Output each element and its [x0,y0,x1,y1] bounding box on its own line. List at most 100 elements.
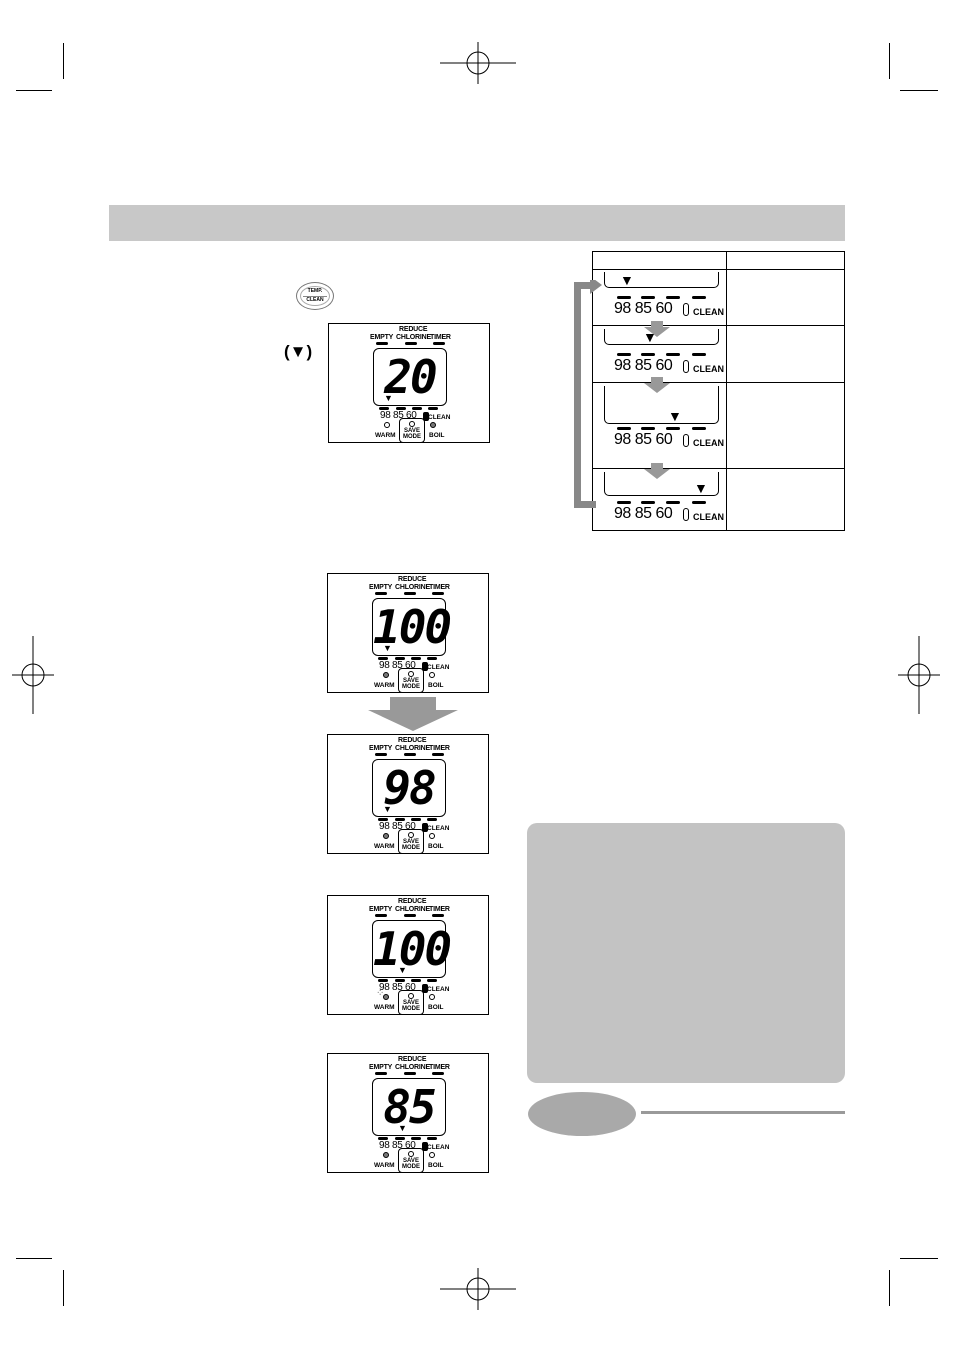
boil-indicator-led [429,1152,435,1158]
temp-options: 98 85 60 [379,660,416,671]
note-divider-line [641,1111,845,1114]
sequence-triangle: ▼ [643,329,657,345]
label-empty: EMPTY [369,584,393,591]
temp-options: 98 85 60 [380,410,417,421]
crop-mark [889,43,890,79]
warm-indicator-led [383,1152,389,1158]
label-save: SAVE [403,1158,419,1164]
sequence-temp-options: 98 85 60 [614,431,673,448]
sequence-clean-label: CLEAN [693,438,724,448]
sequence-down-arrow-icon [644,321,670,337]
save-mode-led [409,421,415,427]
label-timer: TIMER [430,334,451,341]
bottle-icon [683,303,689,316]
label-save: SAVE [403,839,419,845]
sequence-temp-options: 98 85 60 [614,357,673,374]
bottle-icon [422,1142,428,1151]
lcd-display-panel: REDUCE EMPTY CHLORINE TIMER 20 ▼ 98 85 6… [328,323,490,443]
lcd-display-panel: REDUCE EMPTY CHLORINE TIMER 98 ▼ 98 85 6… [327,734,489,854]
temp-options: 98 85 60 [379,821,416,832]
label-reduce: REDUCE [398,1056,427,1063]
save-mode-button[interactable]: SAVE MODE [398,829,424,854]
save-mode-button[interactable]: SAVE MODE [398,668,424,693]
sequence-screen-outline [604,472,719,496]
boil-indicator-led [430,422,436,428]
sequence-screen-outline [604,386,719,424]
label-warm: WARM [374,1004,395,1011]
label-chlorine: CHLORINE [395,745,430,752]
warm-indicator-led [383,994,389,1000]
label-clean: CLEAN [427,664,450,671]
sequence-clean-label: CLEAN [693,307,724,317]
temperature-readout: 20 [384,350,437,404]
label-save: SAVE [403,1000,419,1006]
save-mode-led [408,1151,414,1157]
save-mode-button[interactable]: SAVE MODE [399,418,425,443]
label-clean: CLEAN [427,825,450,832]
save-mode-led [408,993,414,999]
crop-mark [16,90,52,91]
label-boil: BOIL [428,1004,444,1011]
save-mode-button[interactable]: SAVE MODE [398,990,424,1015]
label-mode: MODE [403,434,421,440]
boil-indicator-led [429,994,435,1000]
down-arrow-symbol: (▼) [284,342,313,361]
label-timer: TIMER [429,906,450,913]
temp-clean-button-icon: TEMP. CLEAN [296,282,334,310]
label-empty: EMPTY [369,745,393,752]
note-box [527,823,845,1083]
label-timer: TIMER [429,745,450,752]
indicator-triangle: ▼ [398,1123,407,1133]
label-boil: BOIL [428,1162,444,1169]
crop-mark [900,90,938,91]
label-chlorine: CHLORINE [395,584,430,591]
label-warm: WARM [374,1162,395,1169]
bottle-icon [683,434,689,447]
label-clean: CLEAN [428,414,451,421]
label-reduce: REDUCE [398,898,427,905]
bottle-icon [423,412,429,421]
label-warm: WARM [375,432,396,439]
label-empty: EMPTY [369,1064,393,1071]
bottle-icon [422,823,428,832]
lcd-display-panel: REDUCE EMPTY CHLORINE TIMER 85 ▼ 98 85 6… [327,1053,489,1173]
indicator-triangle: ▼ [383,804,392,814]
button-label-temp: TEMP. [307,288,323,294]
label-save: SAVE [404,428,420,434]
boil-indicator-led [429,833,435,839]
save-mode-button[interactable]: SAVE MODE [398,1148,424,1173]
lcd-screen: 100 [372,598,452,656]
registration-mark-left [12,636,54,714]
label-reduce: REDUCE [399,326,428,333]
bottle-icon [422,984,428,993]
section-header-bar [109,205,845,241]
label-mode: MODE [402,845,420,851]
label-mode: MODE [402,684,420,690]
crop-mark [16,1258,52,1259]
sequence-clean-label: CLEAN [693,364,724,374]
label-chlorine: CHLORINE [395,906,430,913]
lcd-screen: 85 [372,1078,446,1136]
sequence-triangle: ▼ [694,480,708,496]
triangle-sequence-table [592,251,845,531]
sequence-down-arrow-icon [644,377,670,393]
label-clean: CLEAN [427,1144,450,1151]
sequence-triangle: ▼ [668,408,682,424]
temp-options: 98 85 60 [379,982,416,993]
temperature-readout: 98 [383,761,436,815]
bottle-icon [683,508,689,521]
blink-rays-icon: ⁘ [376,988,385,999]
crop-mark [63,1270,64,1306]
sequence-down-arrow-icon [644,463,670,479]
lcd-screen: 98 [372,759,446,817]
lcd-screen: 20 [373,348,447,406]
registration-mark-right [898,636,940,714]
crop-mark [63,43,64,79]
label-boil: BOIL [428,682,444,689]
boil-indicator-led [429,672,435,678]
temperature-readout: 85 [383,1080,436,1134]
label-clean: CLEAN [427,986,450,993]
warm-indicator-led [383,833,389,839]
warm-indicator-led [383,672,389,678]
save-mode-led [408,671,414,677]
